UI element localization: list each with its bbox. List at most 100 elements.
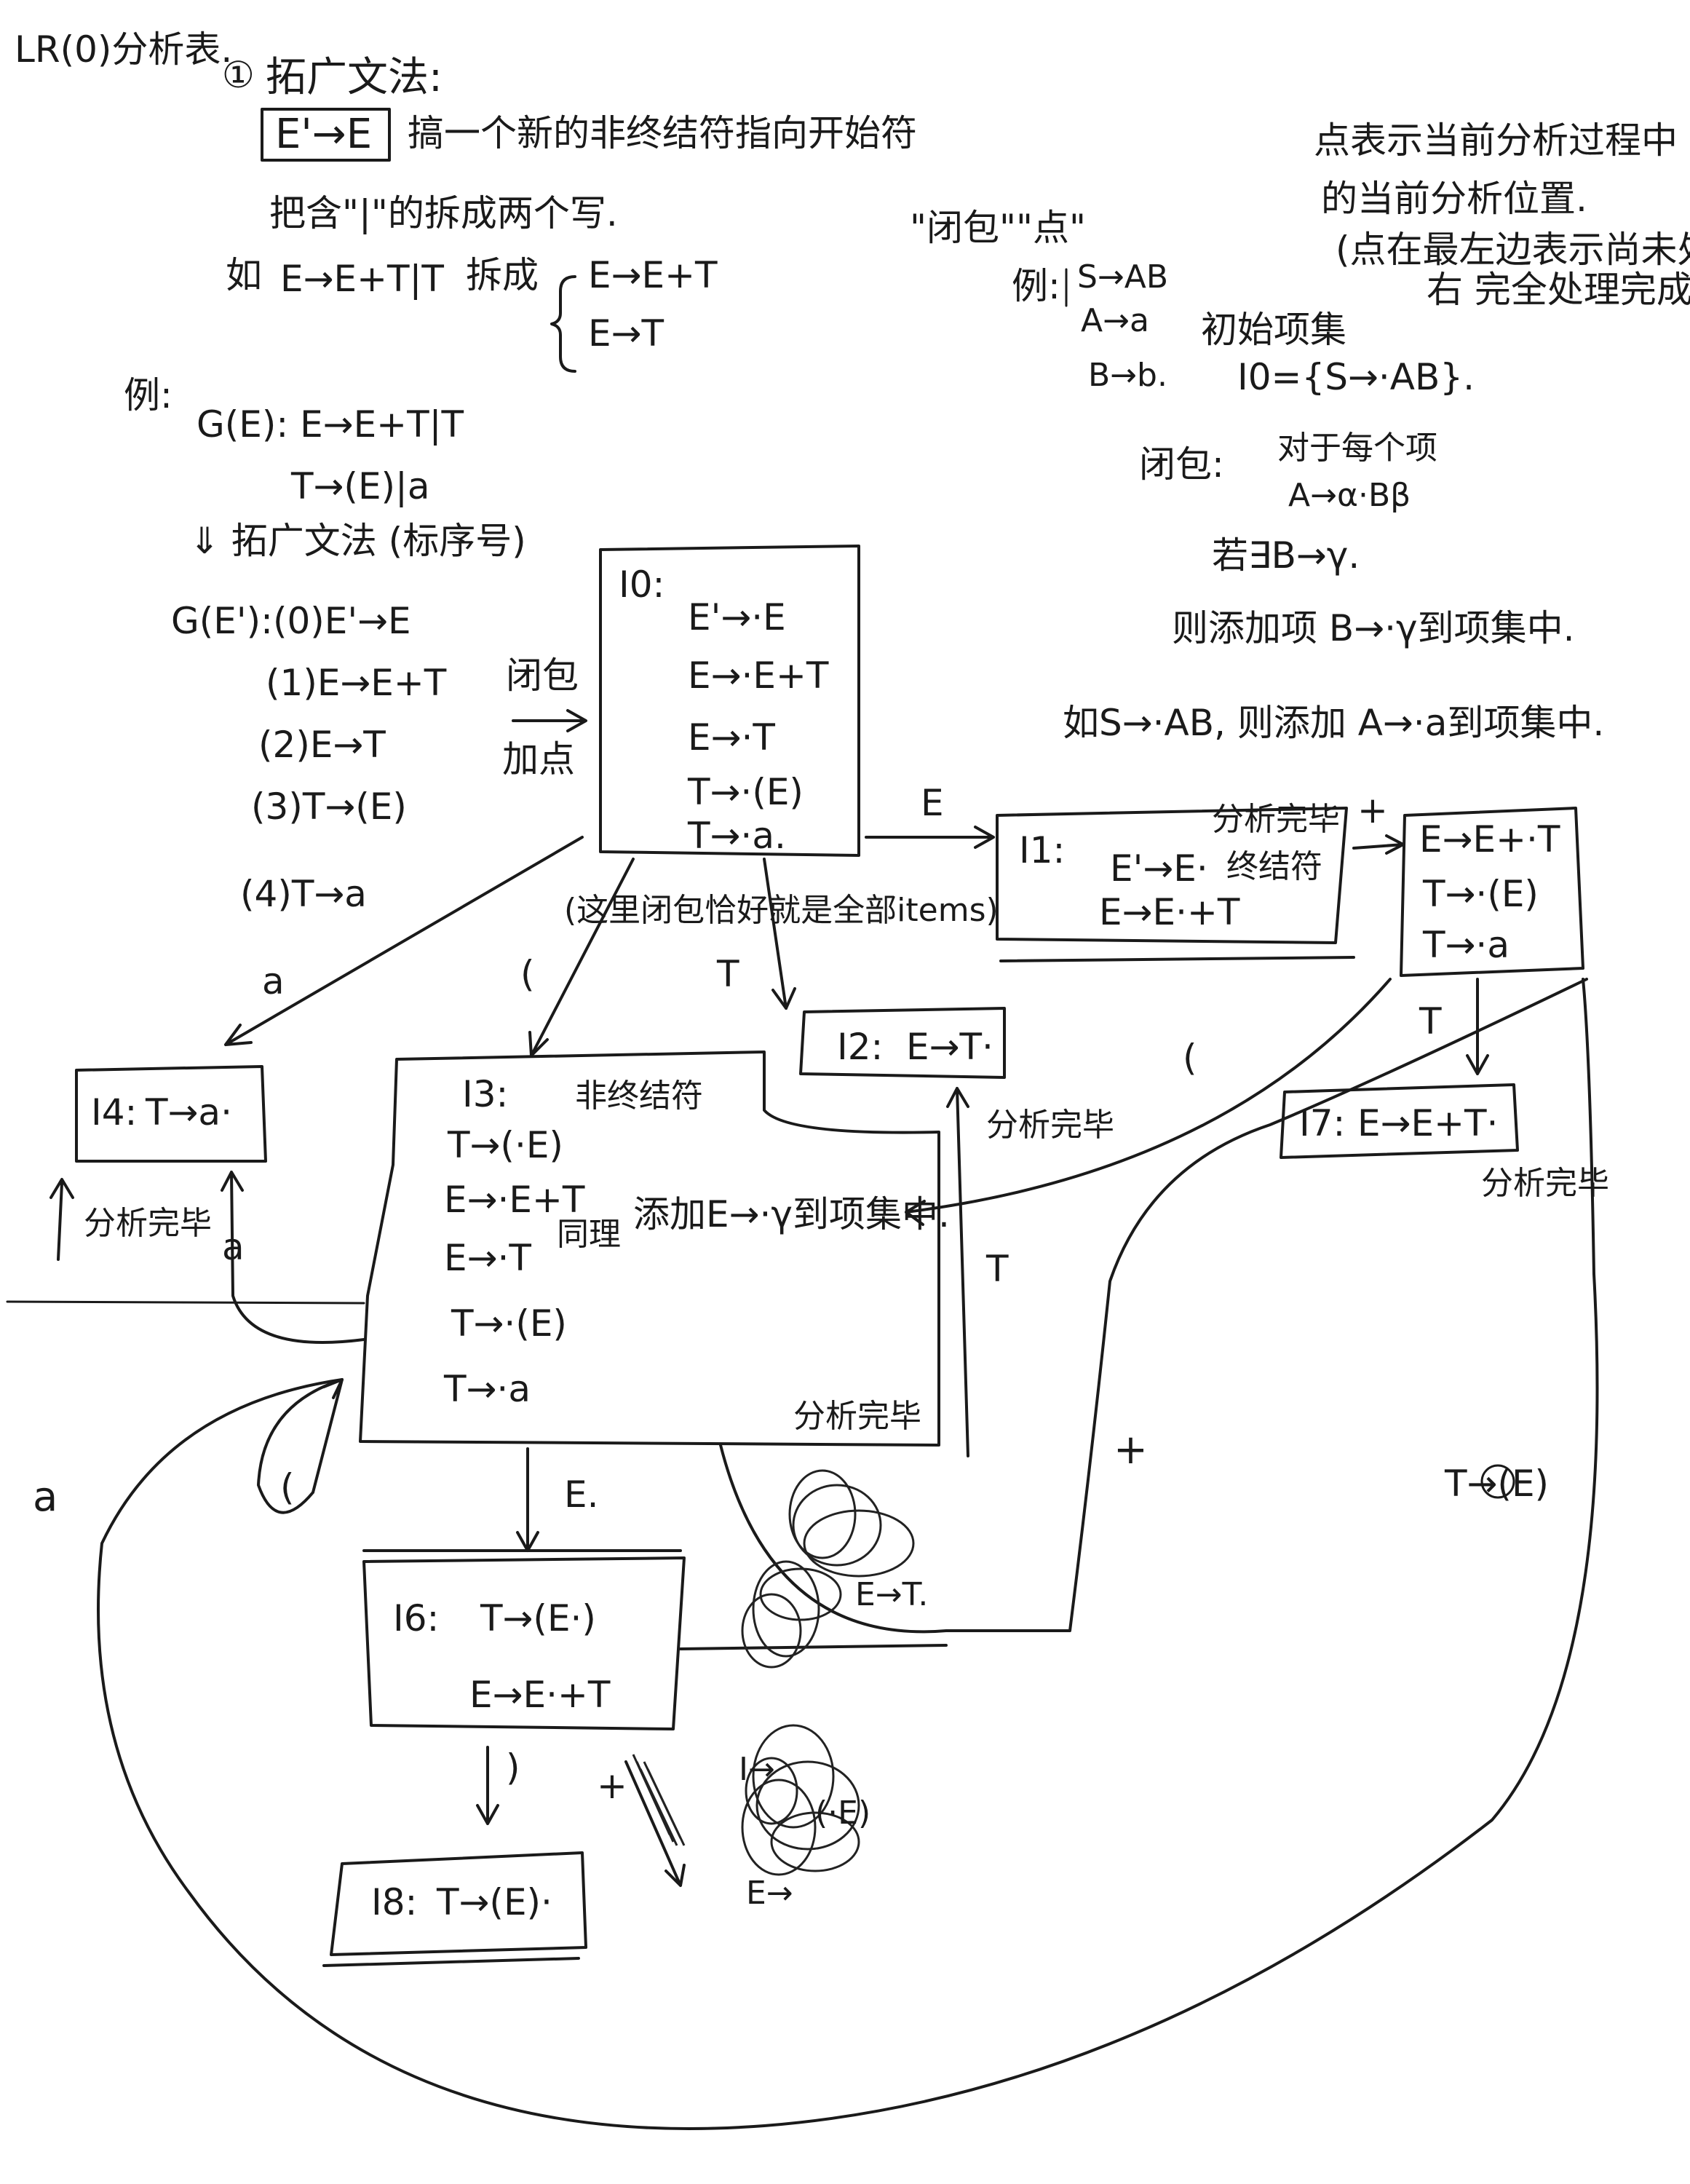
edge-label-E-I6: E. <box>564 1473 599 1516</box>
split-rule-desc: 把含"|"的拆成两个写. <box>269 192 618 234</box>
edge-I3-I6 <box>516 1447 539 1552</box>
step-number: ① <box>222 54 255 96</box>
aug-rule-1: (1)E→E+T <box>266 662 447 704</box>
state-box-I2 <box>799 1007 1006 1079</box>
augmented-start-box <box>261 108 391 162</box>
state-I1-note-done: 分析完毕 <box>1212 801 1340 838</box>
closure-item: A→α·Bβ <box>1288 477 1411 514</box>
state-label-I8: I8: <box>371 1881 417 1923</box>
augmented-start-rule: E'→E <box>275 111 372 158</box>
edge-I1-I5 <box>1352 834 1405 855</box>
split-brace <box>550 275 576 373</box>
state-I0-item-2: E→·T <box>688 716 775 759</box>
state-label-I1: I1: <box>1019 829 1065 871</box>
point-note-3: (点在最左边表示尚未处理 <box>1336 229 1690 271</box>
state-I7-note-done: 分析完毕 <box>1481 1165 1609 1202</box>
edge-note-I2-done: 分析完毕 <box>986 1107 1114 1144</box>
state-box-I1 <box>996 807 1355 962</box>
state-I0-item-4: T→·a. <box>687 815 786 857</box>
aug-rule-4: (4)T→a <box>240 873 367 915</box>
split-result-1: E→E+T <box>588 254 718 296</box>
aug-rule-0: G(E'):(0)E'→E <box>171 600 411 642</box>
state-I3-item-2: E→·T <box>444 1237 531 1279</box>
state-I5-item-0: E→E+·T <box>1419 818 1560 860</box>
state-box-I5 <box>1400 807 1584 977</box>
closure-label: 闭包: <box>1139 443 1224 486</box>
state-I0-item-0: E'→·E <box>688 596 786 638</box>
state-I4-note-done: 分析完毕 <box>84 1205 212 1242</box>
split-eg-prefix: 如 <box>226 254 262 296</box>
edge-label-rp-I6: ) <box>506 1746 520 1789</box>
grammar-line-1: G(E): E→E+T|T <box>197 403 464 446</box>
state-I8-item: T→(E)· <box>436 1881 552 1923</box>
grammar-line-2: T→(E)|a <box>290 465 430 507</box>
edge-label-T-I5: T <box>1419 1000 1442 1042</box>
edge-label-lp-loop: ( <box>280 1466 295 1508</box>
edge-outer-a <box>97 978 1599 2130</box>
scribble-text-2: I→ <box>739 1751 775 1788</box>
state-I3-item-4: T→·a <box>443 1368 531 1410</box>
state-I1-note-term: 终结符 <box>1226 848 1322 885</box>
augment-arrow-note: ⇓ 拓广文法 (标序号) <box>189 520 526 562</box>
edge-label-E-top: E <box>921 782 944 824</box>
edge-label-plus-top: + <box>1357 789 1388 831</box>
closure-arrow <box>512 709 587 732</box>
edge-I3-right-loop <box>719 978 1588 1634</box>
state-I3-note-add: 添加E→·γ到项集中. <box>633 1193 950 1235</box>
edge-label-lp-I5-text: ( <box>1183 1037 1197 1079</box>
edge-label-plus-I6: + <box>597 1765 627 1807</box>
step-title: 拓广文法: <box>266 54 443 101</box>
edge-label-a-outer: a <box>33 1473 57 1521</box>
add-dot-word: 加点 <box>502 738 575 780</box>
state-label-I4: I4: <box>91 1091 137 1133</box>
state-I1-item-0: E'→E· <box>1110 847 1208 890</box>
state-label-I2: I2: <box>837 1026 883 1068</box>
split-result-2: E→T <box>588 312 664 355</box>
state-I3-item-1: E→·E+T <box>444 1179 585 1221</box>
edge-I0-I3 <box>528 858 635 1057</box>
edge-I0-I4 <box>224 836 584 1046</box>
state-I5-item-1: T→·(E) <box>1422 873 1539 915</box>
scribble-hatching <box>632 1754 686 1846</box>
aug-rule-2: (2)E→T <box>258 724 386 766</box>
state-I1-item-1: E→E·+T <box>1099 891 1240 933</box>
state-I5-item-2: T→·a <box>1422 924 1510 966</box>
point-note-2: 的当前分析位置. <box>1321 178 1587 220</box>
edge-I0-I2 <box>763 858 796 1010</box>
state-I2-item: E→T· <box>906 1026 993 1068</box>
scribble-text-3: (·E) <box>815 1795 870 1832</box>
point-note-4: 右 完全处理完成 <box>1427 269 1690 311</box>
edge-I6-I8 <box>476 1746 499 1825</box>
edge-I3-I2 <box>946 1087 969 1457</box>
state-I3-note-nt: 非终结符 <box>575 1077 703 1115</box>
state-box-I6 <box>362 1549 686 1730</box>
split-eg-rule: E→E+T|T <box>280 258 444 300</box>
state-I3-note-done: 分析完毕 <box>793 1398 921 1435</box>
state-box-I0 <box>599 545 860 857</box>
edge-I3-loop <box>257 1378 344 1514</box>
state-I6-item-1: E→E·+T <box>469 1674 611 1716</box>
aug-rule-3: (3)T→(E) <box>251 786 407 828</box>
state-box-I4 <box>75 1065 267 1163</box>
closure-desc: 对于每个项 <box>1277 430 1437 467</box>
edge-label-a-I3: a <box>222 1226 245 1268</box>
closure-then: 则添加项 B→·γ到项集中. <box>1172 607 1574 649</box>
split-eg-word: 拆成 <box>466 254 539 296</box>
edge-label-T-I3: T <box>985 1248 1009 1290</box>
edge-I6-right <box>679 1644 948 1650</box>
state-I3-item-0: T→(·E) <box>447 1124 563 1166</box>
state-label-I6: I6: <box>393 1597 439 1639</box>
scribble-text-1: E→T. <box>855 1576 928 1613</box>
page-title: LR(0)分析表. <box>15 28 232 71</box>
closure-if: 若∃B→γ. <box>1212 534 1360 577</box>
init-set-label: 初始项集 <box>1201 309 1346 351</box>
state-box-I7 <box>1280 1083 1519 1159</box>
edge-I6-I5-diag <box>624 1760 686 1887</box>
state-I0-item-1: E→·E+T <box>688 654 829 697</box>
edge-label-T-mid: T <box>716 953 739 995</box>
augmented-desc: 搞一个新的非终结符指向开始符 <box>408 112 917 154</box>
edge-label-a-left: a <box>262 960 285 1002</box>
state-box-I8 <box>322 1851 587 1967</box>
state-I0-item-3: T→·(E) <box>687 771 804 813</box>
